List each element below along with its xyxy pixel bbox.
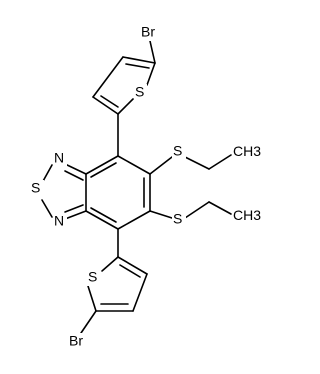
- bond-n-bottom-c7a: [64, 210, 87, 220]
- bond-s-ethyl-1-ch2: [184, 156, 210, 170]
- bond-benzene-c7-c7a: [85, 210, 119, 230]
- bond-c3a-n-top: [64, 163, 87, 175]
- bond-n-bottom-c7a-double: [64, 204, 84, 213]
- bond-c6-s-ethyl-2: [149, 210, 173, 219]
- bond-s-n-bottom: [41, 199, 53, 218]
- bond-c3a-n-top-double: [64, 170, 84, 181]
- atom-s-bottom-thiophene: S: [88, 269, 97, 285]
- label-bg-s-ethyl-1: [172, 143, 186, 160]
- label-bg-s-thiadiazole: [30, 180, 44, 197]
- atom-s-ethyl-1: S: [173, 143, 182, 159]
- atom-br-top: Br: [141, 24, 155, 40]
- label-bg-s-top-thiophene: [134, 84, 147, 101]
- bond-bottom-thiophene-c5-br: [80, 310, 97, 334]
- bond-bottom-thiophene-c2-s: [101, 256, 119, 272]
- label-bg-n-bottom: [53, 213, 67, 230]
- atom-ch3-2-text: CH3: [233, 207, 261, 223]
- chemical-structure-diagram: Br S S CH3 S CH3 N S N S Br: [30, 24, 261, 350]
- bond-bottom-thiophene-s-c5: [87, 285, 97, 312]
- bond-top-thiophene-c2-s: [117, 98, 134, 115]
- atom-labels: Br S S CH3 S CH3 N S N S Br: [30, 24, 261, 350]
- atom-ch3-1: CH3: [233, 143, 261, 159]
- bond-ethyl-1-ch2-ch3: [208, 154, 232, 170]
- atom-n-bottom: N: [54, 213, 64, 229]
- bond-benzene-c4-c5: [117, 155, 151, 175]
- bond-ethyl-2-ch2-ch3: [208, 201, 232, 215]
- atom-s-ethyl-2: S: [173, 211, 182, 227]
- label-bg-br-top: [140, 24, 162, 41]
- structure-canvas: Br S S CH3 S CH3 N S N S Br: [30, 23, 262, 350]
- bond-benzene-c7-c7a-inner: [90, 207, 117, 223]
- bond-bottom-thiophene-c4-c3: [132, 273, 148, 312]
- bond-benzene-c3a-c4-inner: [90, 162, 117, 178]
- bond-top-thiophene-c5-c4-double: [125, 63, 150, 69]
- bond-top-thiophene-c4-c3: [92, 56, 124, 98]
- bond-bottom-thiophene-c3-c2: [117, 256, 148, 275]
- label-bg-br-bottom: [68, 333, 90, 350]
- bonds: [41, 40, 232, 334]
- bond-top-thiophene-c3-c2: [92, 96, 119, 115]
- atom-s-thiadiazole: S: [31, 180, 40, 196]
- label-bg-s-bottom-thiophene: [87, 269, 100, 286]
- atom-ch3-2: CH3: [233, 207, 261, 223]
- bond-top-thiophene-s-c5: [146, 62, 156, 86]
- bond-top-thiophene-c3-c2-double: [100, 95, 119, 108]
- bond-bottom-thiophene-c3-c2-double: [119, 264, 141, 278]
- bond-top-thiophene-c5-br: [149, 40, 156, 64]
- bond-benzene-c3a-c4: [85, 155, 119, 175]
- bond-c5-s-ethyl-1: [149, 156, 173, 175]
- label-bg-s-ethyl-2: [172, 211, 186, 228]
- bond-s-ethyl-2-ch2: [184, 201, 210, 219]
- atom-br-bottom: Br: [69, 333, 83, 349]
- atom-n-top: N: [54, 150, 64, 166]
- atom-s-top-thiophene: S: [135, 84, 144, 100]
- label-bg-n-top: [53, 150, 67, 167]
- bond-benzene-c6-c7: [117, 210, 151, 230]
- bond-top-thiophene-c5-c4: [122, 56, 156, 64]
- atom-ch3-1-text: CH3: [233, 143, 261, 159]
